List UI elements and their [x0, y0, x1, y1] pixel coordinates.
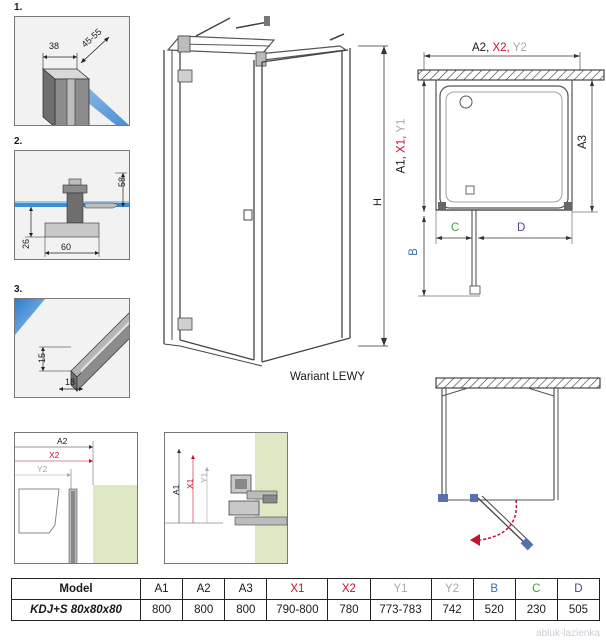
header-model: Model: [11, 578, 141, 600]
detail-1-panel: 38 45-55: [14, 16, 130, 126]
header-x2: X2: [327, 578, 371, 600]
bottom-detail-panel: A2 X2 Y2: [14, 432, 138, 564]
plan-x2-label: X2,: [492, 42, 510, 54]
side-detail-panel: A1 X1 Y1: [164, 432, 288, 564]
bottom-detail-y2: Y2: [37, 464, 48, 474]
cell-x2: 780: [327, 599, 371, 621]
header-d: D: [556, 578, 601, 600]
detail-2-panel: 58 26 60: [14, 150, 130, 260]
plan-b-label: B: [407, 248, 420, 256]
detail-3-dim-height: 15: [37, 353, 47, 363]
detail-1-number: 1.: [14, 2, 23, 13]
plan-d-label: D: [517, 222, 526, 234]
cell-x1: 790-800: [266, 599, 329, 621]
plan-left-dimension-label: A1, X1, Y1: [395, 119, 407, 174]
header-y2: Y2: [430, 578, 474, 600]
variant-label: Wariant LEWY: [290, 371, 365, 383]
spec-table: Model A1 A2 A3 X1 X2 Y1 Y2 B C D KDJ+S 8…: [11, 578, 601, 621]
side-detail-a1: A1: [171, 484, 181, 495]
header-a2: A2: [182, 578, 226, 600]
side-detail-y1: Y1: [199, 472, 209, 483]
bottom-detail-drawing: A2 X2 Y2: [15, 436, 137, 563]
cell-y1: 773-783: [369, 599, 432, 621]
header-y1: Y1: [369, 578, 432, 600]
detail-2-dim-offset: 26: [21, 239, 31, 249]
header-c: C: [514, 578, 558, 600]
cell-b: 520: [472, 599, 516, 621]
height-dimension: [358, 45, 388, 347]
side-detail-x1: X1: [185, 478, 195, 489]
plan-a1-label: A1,: [395, 156, 408, 174]
detail-2-dim-width: 60: [61, 242, 71, 252]
cell-y2: 742: [430, 599, 474, 621]
header-b: B: [472, 578, 516, 600]
cell-model: KDJ+S 80x80x80: [11, 599, 141, 621]
cell-a3: 800: [224, 599, 268, 621]
height-label: H: [371, 198, 384, 206]
detail-3-drawing: 15 18: [15, 299, 129, 392]
cell-a1: 800: [139, 599, 184, 621]
plan-y2-label: Y2: [512, 42, 527, 54]
table-row: KDJ+S 80x80x80 800 800 800 790-800 780 7…: [11, 599, 601, 621]
header-a3: A3: [224, 578, 268, 600]
detail-1-dim-width: 38: [49, 41, 59, 51]
detail-1-drawing: 38 45-55: [41, 27, 129, 125]
plan-a3-label: A3: [577, 134, 590, 150]
detail-3-dim-width: 18: [65, 377, 75, 387]
bottom-detail-x2: X2: [49, 450, 60, 460]
watermark: abluk-lazienka: [536, 628, 600, 639]
plan-c-label: C: [451, 222, 460, 234]
spec-table-header-row: Model A1 A2 A3 X1 X2 Y1 Y2 B C D: [11, 578, 601, 600]
cell-c: 230: [514, 599, 558, 621]
cell-d: 505: [556, 599, 601, 621]
header-x1: X1: [266, 578, 329, 600]
plan-y1-label: Y1: [395, 118, 408, 133]
bottom-detail-a2: A2: [57, 436, 68, 446]
cell-a2: 800: [182, 599, 226, 621]
detail-2-number: 2.: [14, 136, 23, 147]
side-detail-drawing: A1 X1 Y1: [165, 433, 287, 563]
plan-top-dimension-label: A2, X2, Y2: [472, 42, 527, 54]
plan-a2-label: A2,: [472, 42, 490, 54]
shower-frame: [163, 16, 351, 367]
plan-x1-label: X1,: [395, 135, 408, 153]
detail-3-panel: 15 18: [14, 298, 130, 398]
header-a1: A1: [139, 578, 184, 600]
detail-3-number: 3.: [14, 284, 23, 295]
detail-2-drawing: 58 26 60: [15, 172, 129, 257]
detail-2-dim-height: 58: [117, 177, 127, 187]
